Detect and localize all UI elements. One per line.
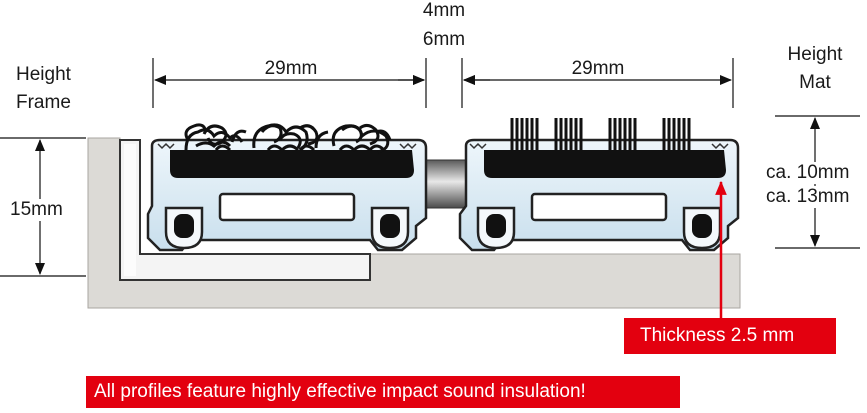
left-profile — [146, 138, 428, 252]
right-profile — [458, 138, 740, 252]
height-frame-label-line1: Height — [16, 64, 71, 85]
brush-insert — [510, 118, 691, 150]
height-mat-label-line2: Mat — [799, 72, 831, 93]
height-frame-label-line2: Frame — [16, 92, 71, 113]
thickness-callout: Thickness 2.5 mm — [624, 318, 836, 354]
l-frame-profile — [119, 139, 371, 281]
frame-height-value: 15mm — [8, 199, 65, 221]
textile-insert — [184, 123, 392, 154]
left-width-label: 29mm — [264, 58, 318, 79]
height-mat-label-line1: Height — [787, 44, 843, 65]
footer-note: All profiles feature highly effective im… — [86, 376, 680, 408]
right-width-label: 29mm — [571, 58, 625, 79]
gap-max-label: 6mm — [422, 29, 466, 50]
mat-height-value-2: ca. 13mm — [766, 186, 850, 208]
mat-height-value-1: ca. 10mm — [766, 162, 850, 184]
gap-min-label: 4mm — [422, 0, 466, 21]
